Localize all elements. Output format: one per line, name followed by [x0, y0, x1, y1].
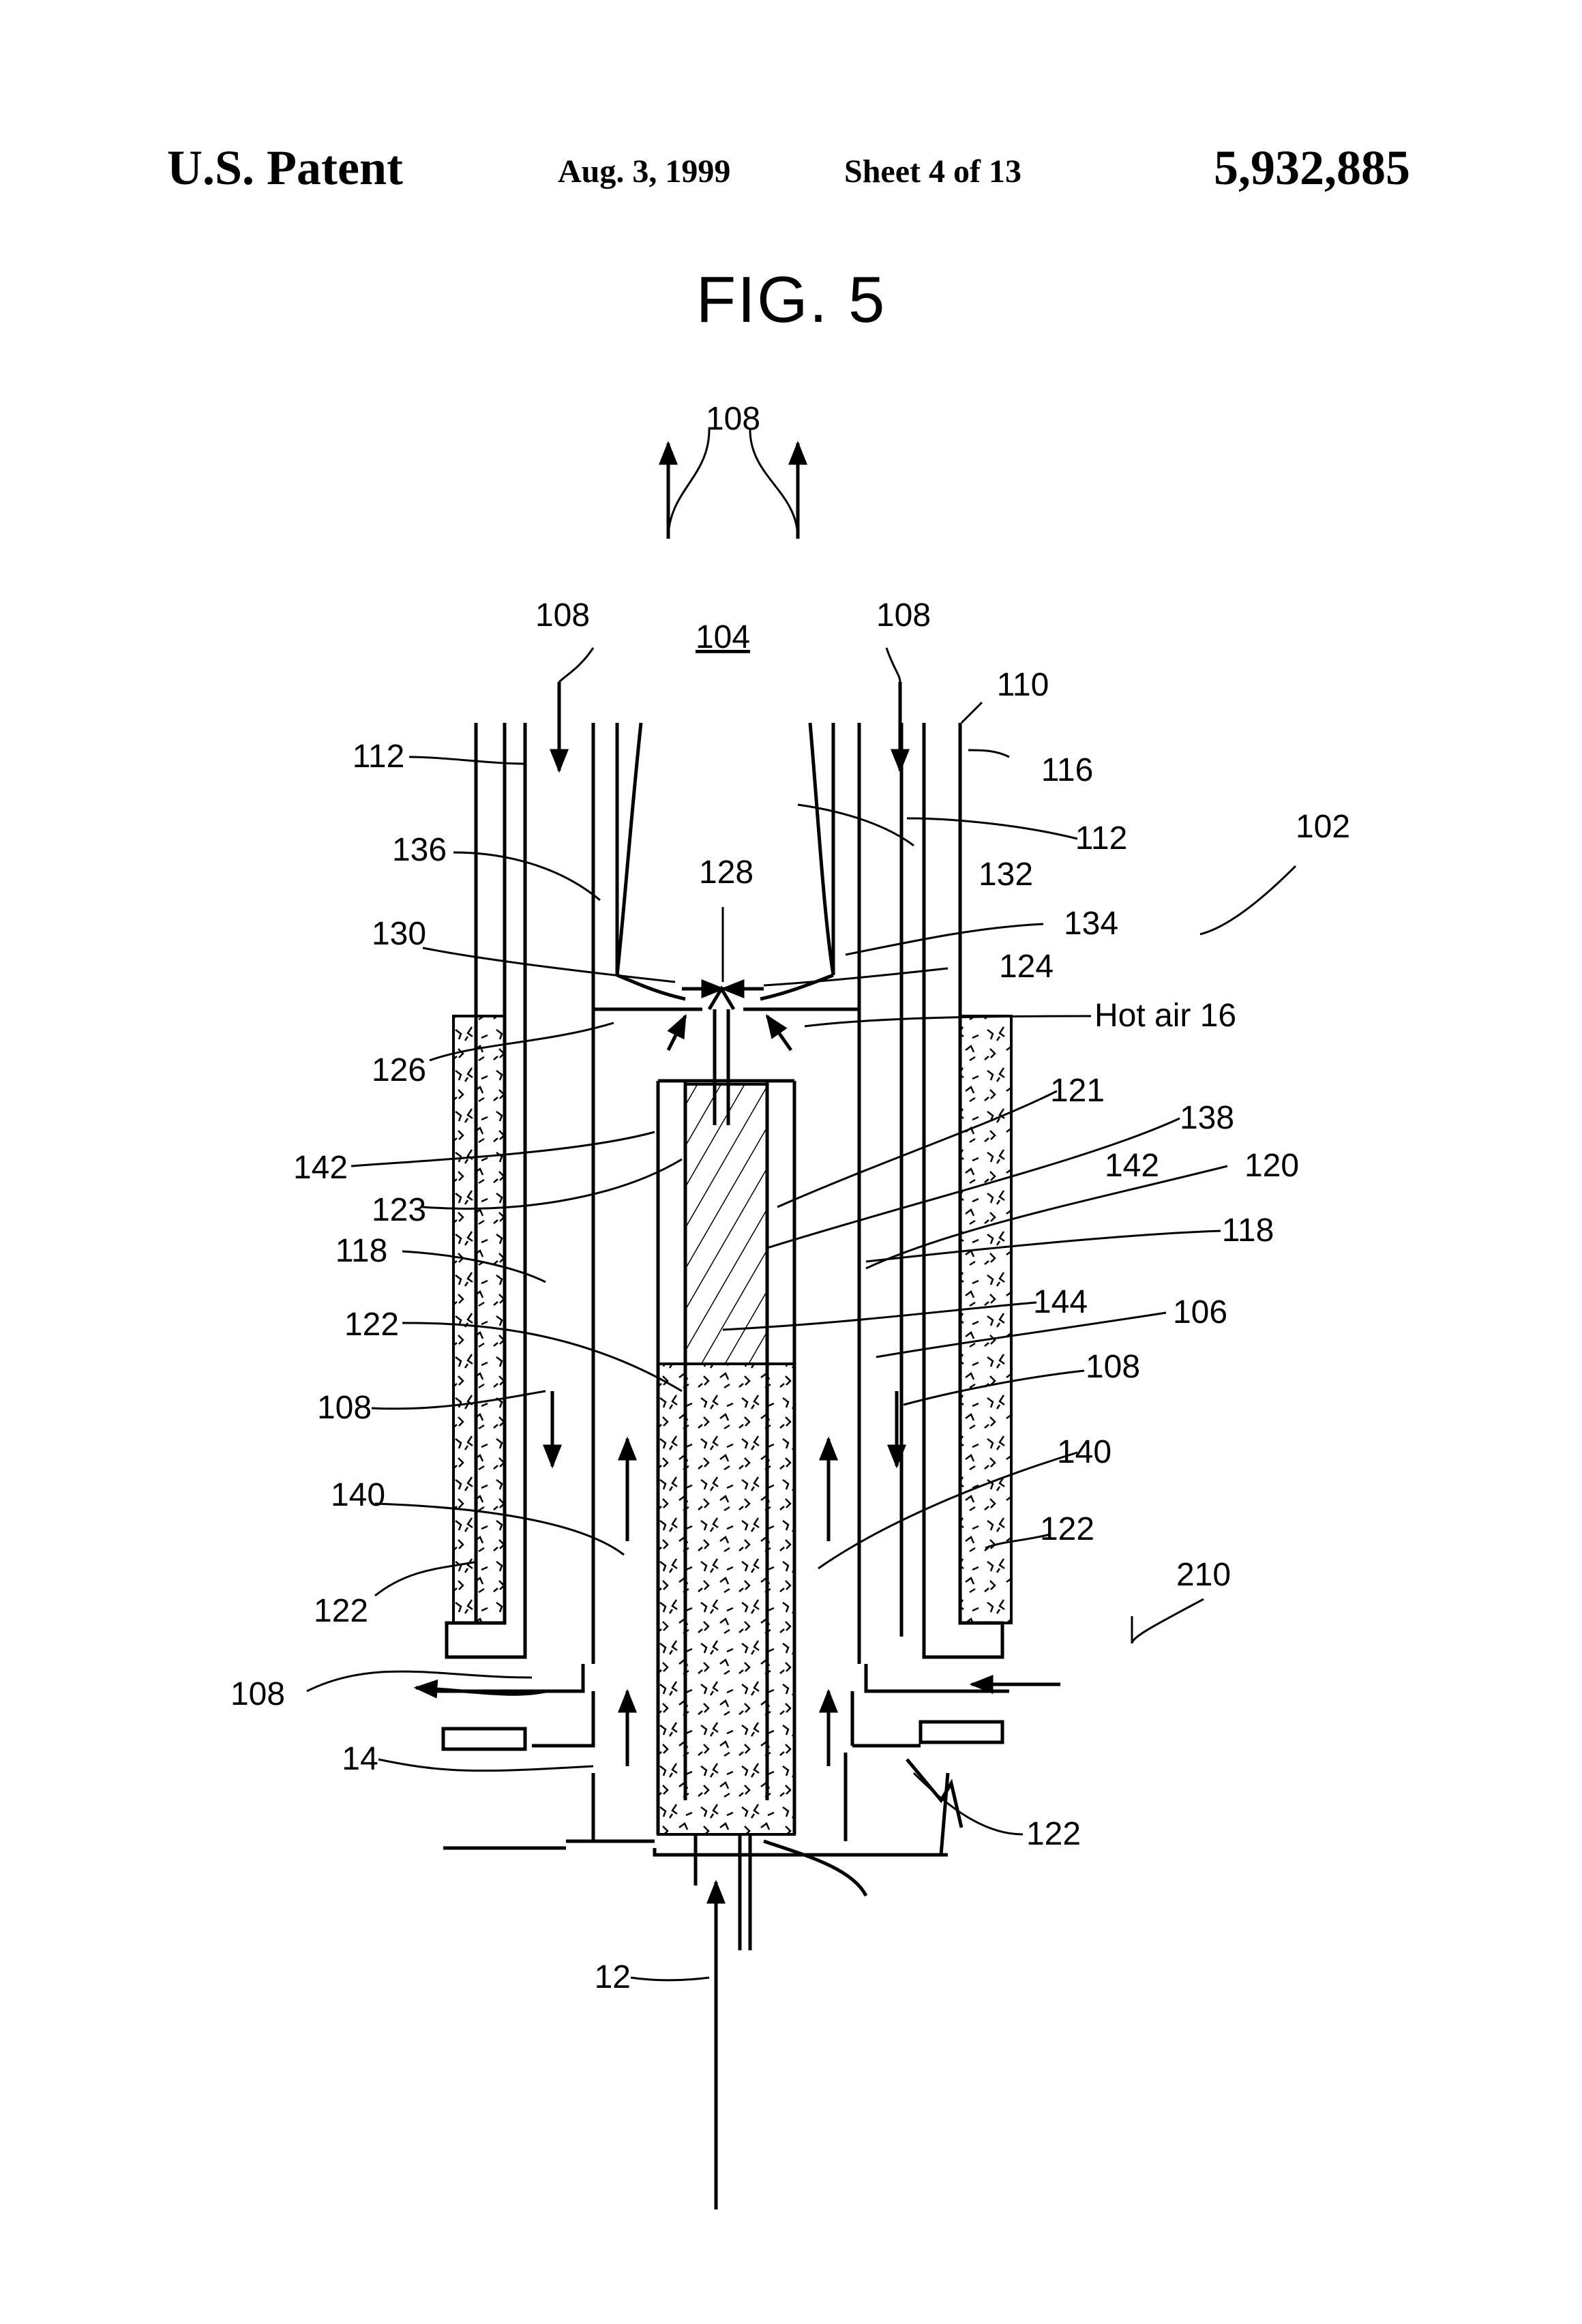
label-142-left: 142: [293, 1150, 348, 1186]
label-136: 136: [392, 832, 447, 868]
label-108-mid-right: 108: [1086, 1349, 1140, 1385]
label-210: 210: [1176, 1557, 1231, 1593]
label-140-left: 140: [331, 1477, 385, 1513]
label-112-left: 112: [353, 739, 405, 775]
label-130: 130: [372, 916, 426, 952]
label-116: 116: [1041, 752, 1094, 788]
label-14: 14: [342, 1741, 378, 1777]
label-112-right: 112: [1075, 820, 1128, 856]
label-106: 106: [1173, 1294, 1227, 1330]
label-108-right: 108: [876, 597, 931, 634]
label-128: 128: [699, 854, 753, 891]
label-122-a: 122: [344, 1307, 399, 1343]
label-110: 110: [997, 667, 1049, 703]
label-124: 124: [999, 949, 1054, 985]
label-122-c: 122: [314, 1593, 368, 1629]
label-108-mid-left: 108: [317, 1390, 372, 1426]
label-123: 123: [372, 1192, 426, 1228]
insulation-left: [453, 1016, 505, 1623]
label-122-d: 122: [1026, 1816, 1081, 1852]
label-108-bottom: 108: [230, 1676, 285, 1712]
label-108-left: 108: [535, 597, 590, 634]
label-126: 126: [372, 1052, 426, 1088]
label-118-left: 118: [335, 1233, 388, 1269]
insulation-core: [658, 1364, 794, 1834]
label-134: 134: [1064, 906, 1118, 942]
label-120: 120: [1244, 1148, 1299, 1184]
label-142-right: 142: [1105, 1148, 1159, 1184]
hatched-tube: [685, 1084, 767, 1364]
label-132: 132: [979, 856, 1033, 893]
label-102: 102: [1296, 809, 1350, 845]
label-118-right: 118: [1222, 1212, 1274, 1249]
label-12: 12: [595, 1959, 631, 1995]
label-108-top: 108: [706, 401, 760, 437]
label-121: 121: [1050, 1073, 1105, 1109]
label-140-right: 140: [1057, 1434, 1111, 1470]
label-138: 138: [1180, 1100, 1234, 1136]
label-hot-air-16: Hot air 16: [1094, 998, 1236, 1034]
label-122-b: 122: [1040, 1511, 1094, 1547]
label-104: 104: [696, 619, 750, 655]
insulation-right: [960, 1016, 1011, 1623]
label-144: 144: [1033, 1284, 1088, 1320]
